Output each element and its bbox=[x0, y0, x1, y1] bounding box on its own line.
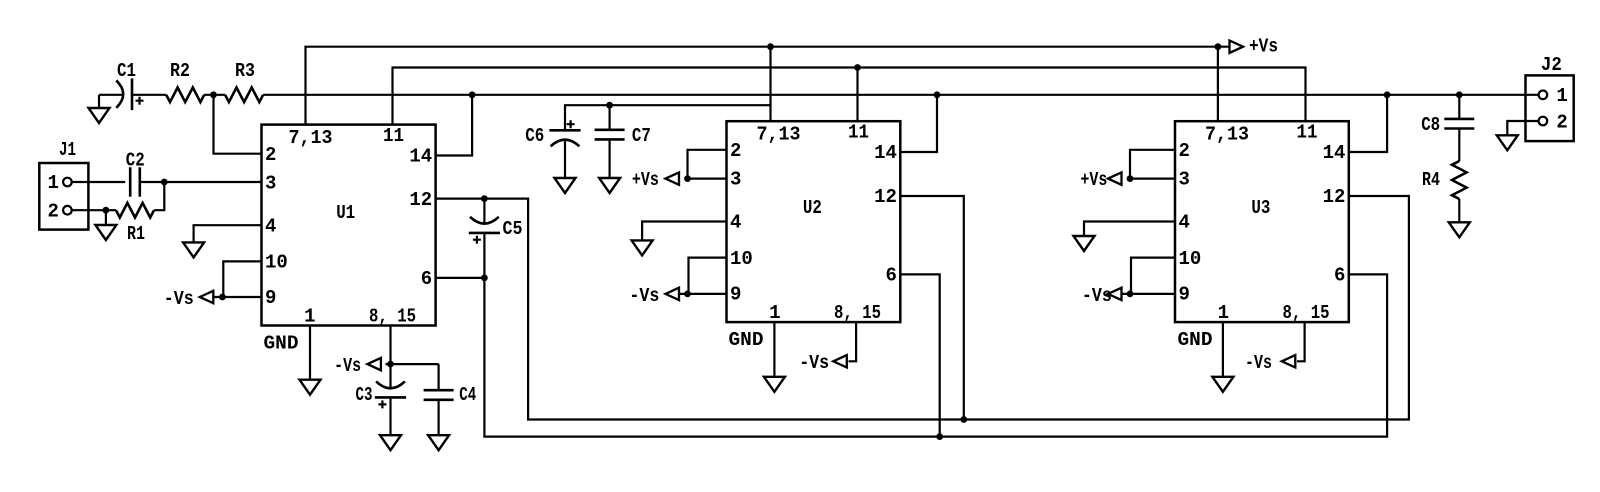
svg-text:9: 9 bbox=[265, 287, 276, 309]
svg-text:6: 6 bbox=[421, 268, 432, 290]
svg-text:1: 1 bbox=[304, 305, 315, 327]
svg-text:U3: U3 bbox=[1251, 197, 1270, 219]
svg-text:-Vs: -Vs bbox=[1245, 352, 1272, 374]
svg-text:4: 4 bbox=[730, 212, 741, 234]
svg-text:14: 14 bbox=[874, 142, 897, 164]
svg-text:GND: GND bbox=[1178, 329, 1213, 351]
svg-text:8, 15: 8, 15 bbox=[1283, 302, 1330, 324]
svg-text:C7: C7 bbox=[632, 125, 651, 147]
svg-text:2: 2 bbox=[265, 144, 276, 166]
svg-text:12: 12 bbox=[874, 186, 897, 208]
svg-text:J1: J1 bbox=[59, 139, 76, 161]
svg-text:R3: R3 bbox=[235, 60, 255, 82]
svg-text:3: 3 bbox=[1179, 169, 1190, 191]
svg-text:10: 10 bbox=[265, 252, 288, 274]
svg-text:1: 1 bbox=[769, 302, 780, 324]
svg-text:3: 3 bbox=[730, 169, 741, 191]
svg-text:C5: C5 bbox=[503, 218, 523, 240]
svg-text:R4: R4 bbox=[1422, 169, 1440, 191]
svg-text:14: 14 bbox=[409, 146, 432, 168]
svg-text:-Vs: -Vs bbox=[629, 285, 659, 307]
svg-text:R1: R1 bbox=[127, 223, 145, 245]
svg-text:7,13: 7,13 bbox=[289, 127, 333, 149]
svg-text:C8: C8 bbox=[1421, 114, 1440, 136]
svg-text:14: 14 bbox=[1323, 142, 1346, 164]
svg-text:C6: C6 bbox=[525, 125, 544, 147]
svg-text:+Vs: +Vs bbox=[632, 169, 659, 191]
svg-text:GND: GND bbox=[729, 329, 764, 351]
svg-text:C3: C3 bbox=[356, 384, 373, 406]
svg-text:9: 9 bbox=[1179, 284, 1190, 306]
svg-text:4: 4 bbox=[1179, 212, 1190, 234]
svg-text:C4: C4 bbox=[459, 384, 476, 406]
svg-text:11: 11 bbox=[848, 122, 869, 144]
svg-text:4: 4 bbox=[265, 215, 276, 237]
svg-text:6: 6 bbox=[1334, 265, 1345, 287]
svg-text:+Vs: +Vs bbox=[1249, 36, 1278, 58]
svg-text:3: 3 bbox=[265, 172, 276, 194]
svg-text:1: 1 bbox=[1218, 302, 1229, 324]
svg-text:C1: C1 bbox=[117, 60, 136, 82]
svg-text:12: 12 bbox=[409, 189, 432, 211]
svg-text:12: 12 bbox=[1323, 186, 1346, 208]
svg-text:J2: J2 bbox=[1541, 54, 1562, 76]
svg-text:-Vs: -Vs bbox=[1082, 285, 1112, 307]
svg-text:2: 2 bbox=[1556, 111, 1567, 133]
svg-text:-Vs: -Vs bbox=[164, 288, 194, 310]
svg-text:2: 2 bbox=[48, 201, 59, 223]
svg-text:10: 10 bbox=[1179, 248, 1202, 270]
svg-text:U1: U1 bbox=[336, 202, 355, 224]
svg-text:1: 1 bbox=[48, 172, 59, 194]
svg-text:11: 11 bbox=[383, 125, 404, 147]
svg-text:9: 9 bbox=[730, 284, 741, 306]
svg-text:8, 15: 8, 15 bbox=[834, 302, 881, 324]
svg-text:7,13: 7,13 bbox=[1205, 124, 1249, 146]
svg-text:-Vs: -Vs bbox=[334, 355, 361, 377]
svg-text:U2: U2 bbox=[803, 197, 822, 219]
svg-text:2: 2 bbox=[730, 140, 741, 162]
svg-text:6: 6 bbox=[885, 265, 896, 287]
svg-text:10: 10 bbox=[730, 248, 753, 270]
svg-text:+Vs: +Vs bbox=[1080, 169, 1107, 191]
svg-text:-Vs: -Vs bbox=[799, 352, 829, 374]
svg-text:1: 1 bbox=[1556, 85, 1567, 107]
svg-text:GND: GND bbox=[264, 332, 299, 354]
svg-text:11: 11 bbox=[1297, 122, 1318, 144]
svg-text:2: 2 bbox=[1179, 140, 1190, 162]
svg-text:R2: R2 bbox=[170, 60, 190, 82]
svg-text:C2: C2 bbox=[126, 150, 145, 172]
svg-text:8, 15: 8, 15 bbox=[369, 305, 416, 327]
svg-text:7,13: 7,13 bbox=[757, 124, 801, 146]
